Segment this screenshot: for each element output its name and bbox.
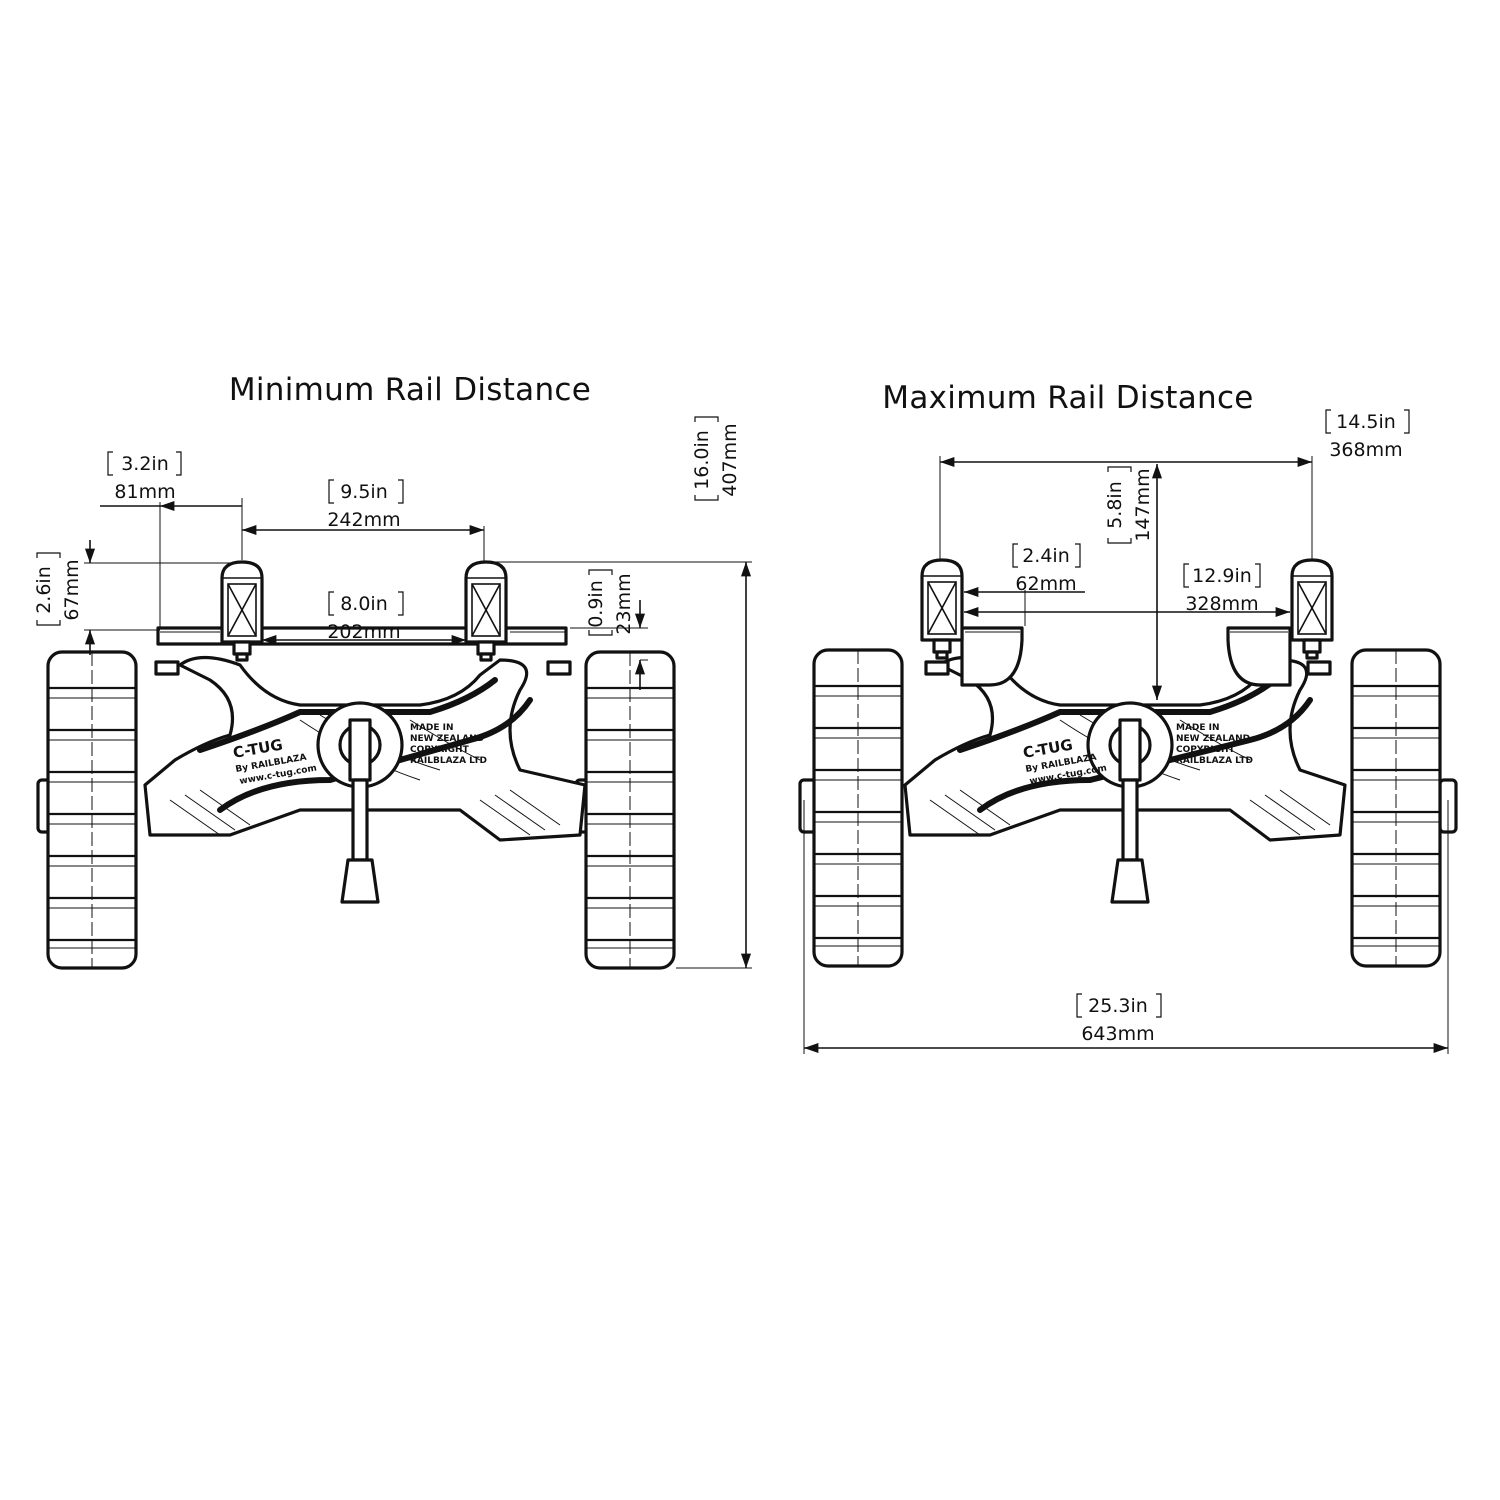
stamp-line: NEW ZEALAND — [1176, 734, 1250, 744]
kickstand-foot — [1110, 858, 1150, 904]
dimension-2-6in: 2.6in 67mm — [33, 540, 240, 655]
dim-label-mm: 328mm — [1185, 593, 1258, 615]
dim-label-mm: 202mm — [327, 621, 400, 643]
dim-label-mm: 407mm — [719, 423, 741, 496]
left-wheel — [812, 648, 904, 968]
stamp-line: COPYRIGHT — [410, 745, 470, 755]
left-pin — [154, 660, 180, 676]
dimension-9-5in: 9.5in 242mm — [241, 479, 485, 562]
left-pin — [924, 660, 950, 676]
dim-label-in: 0.9in — [585, 580, 607, 628]
stamp-line: COPYRIGHT — [1176, 745, 1236, 755]
panel-maximum: Maximum Rail Distance C-TUG By RAILBLAZA… — [798, 380, 1458, 1054]
kickstand-foot — [340, 858, 380, 904]
dim-label-mm: 147mm — [1132, 468, 1154, 541]
left-rail-post — [920, 558, 964, 660]
right-pin — [1306, 660, 1332, 676]
panel-minimum: Minimum Rail Distance C-TUG By RAILBLAZA… — [33, 372, 752, 970]
dim-label-mm: 242mm — [327, 509, 400, 531]
stamp-line: RAILBLAZA LTD — [1176, 756, 1253, 766]
dimension-2-4in: 2.4in 62mm — [964, 543, 1085, 626]
right-rail-post — [1290, 558, 1334, 660]
dim-label-in: 12.9in — [1192, 565, 1252, 587]
dim-label-in: 5.8in — [1104, 481, 1126, 529]
left-wheel — [46, 650, 138, 970]
panel-title-minimum: Minimum Rail Distance — [229, 372, 591, 408]
dimension-25-3in: 25.3in 643mm — [803, 800, 1449, 1054]
right-wheel — [1350, 648, 1442, 968]
chassis-strap-upper — [197, 677, 498, 753]
kickstand — [351, 778, 369, 862]
chassis-strap-lower — [977, 697, 1313, 813]
kickstand — [1121, 778, 1139, 862]
dim-label-in: 9.5in — [340, 481, 388, 503]
dim-label-in: 8.0in — [340, 593, 388, 615]
chassis-strap-upper — [957, 677, 1278, 753]
dim-label-mm: 67mm — [61, 559, 83, 620]
stamp-line: MADE IN — [1176, 723, 1220, 733]
chassis-strap-lower — [217, 697, 533, 813]
dim-label-mm: 368mm — [1329, 439, 1402, 461]
stamp-line: MADE IN — [410, 723, 454, 733]
dim-label-in: 16.0in — [691, 430, 713, 490]
cart-drawing-maximum: C-TUG By RAILBLAZA www.c-tug.com MADE IN… — [798, 558, 1458, 968]
dim-label-in: 14.5in — [1336, 411, 1396, 433]
dimension-8-0in: 8.0in 202mm — [262, 591, 466, 646]
stamp-line: NEW ZEALAND — [410, 734, 484, 744]
dimension-12-9in: 12.9in 328mm — [964, 563, 1290, 618]
dim-label-in: 25.3in — [1088, 995, 1148, 1017]
dim-label-mm: 62mm — [1015, 573, 1076, 595]
dim-label-mm: 23mm — [613, 573, 635, 634]
dimension-14-5in: 14.5in 368mm — [939, 409, 1410, 560]
dim-label-mm: 81mm — [114, 481, 175, 503]
stamp-line: RAILBLAZA LTD — [410, 756, 487, 766]
panel-title-maximum: Maximum Rail Distance — [882, 380, 1253, 416]
cart-drawing-minimum: C-TUG By RAILBLAZA www.c-tug.com MADE IN… — [36, 560, 676, 970]
left-rail-plate — [960, 626, 1024, 687]
dimension-16-0in: 16.0in 407mm — [486, 416, 752, 969]
dimension-5-8in: 5.8in 147mm — [1104, 464, 1163, 700]
dimension-3-2in: 3.2in 81mm — [100, 451, 243, 628]
right-pin — [546, 660, 572, 676]
right-wheel — [584, 650, 676, 970]
dim-label-in: 2.6in — [33, 566, 55, 614]
dim-label-in: 3.2in — [121, 453, 169, 475]
right-rail-plate — [1226, 626, 1292, 687]
dim-label-in: 2.4in — [1022, 545, 1070, 567]
dimension-0-9in: 0.9in 23mm — [570, 569, 648, 690]
dim-label-mm: 643mm — [1081, 1023, 1154, 1045]
